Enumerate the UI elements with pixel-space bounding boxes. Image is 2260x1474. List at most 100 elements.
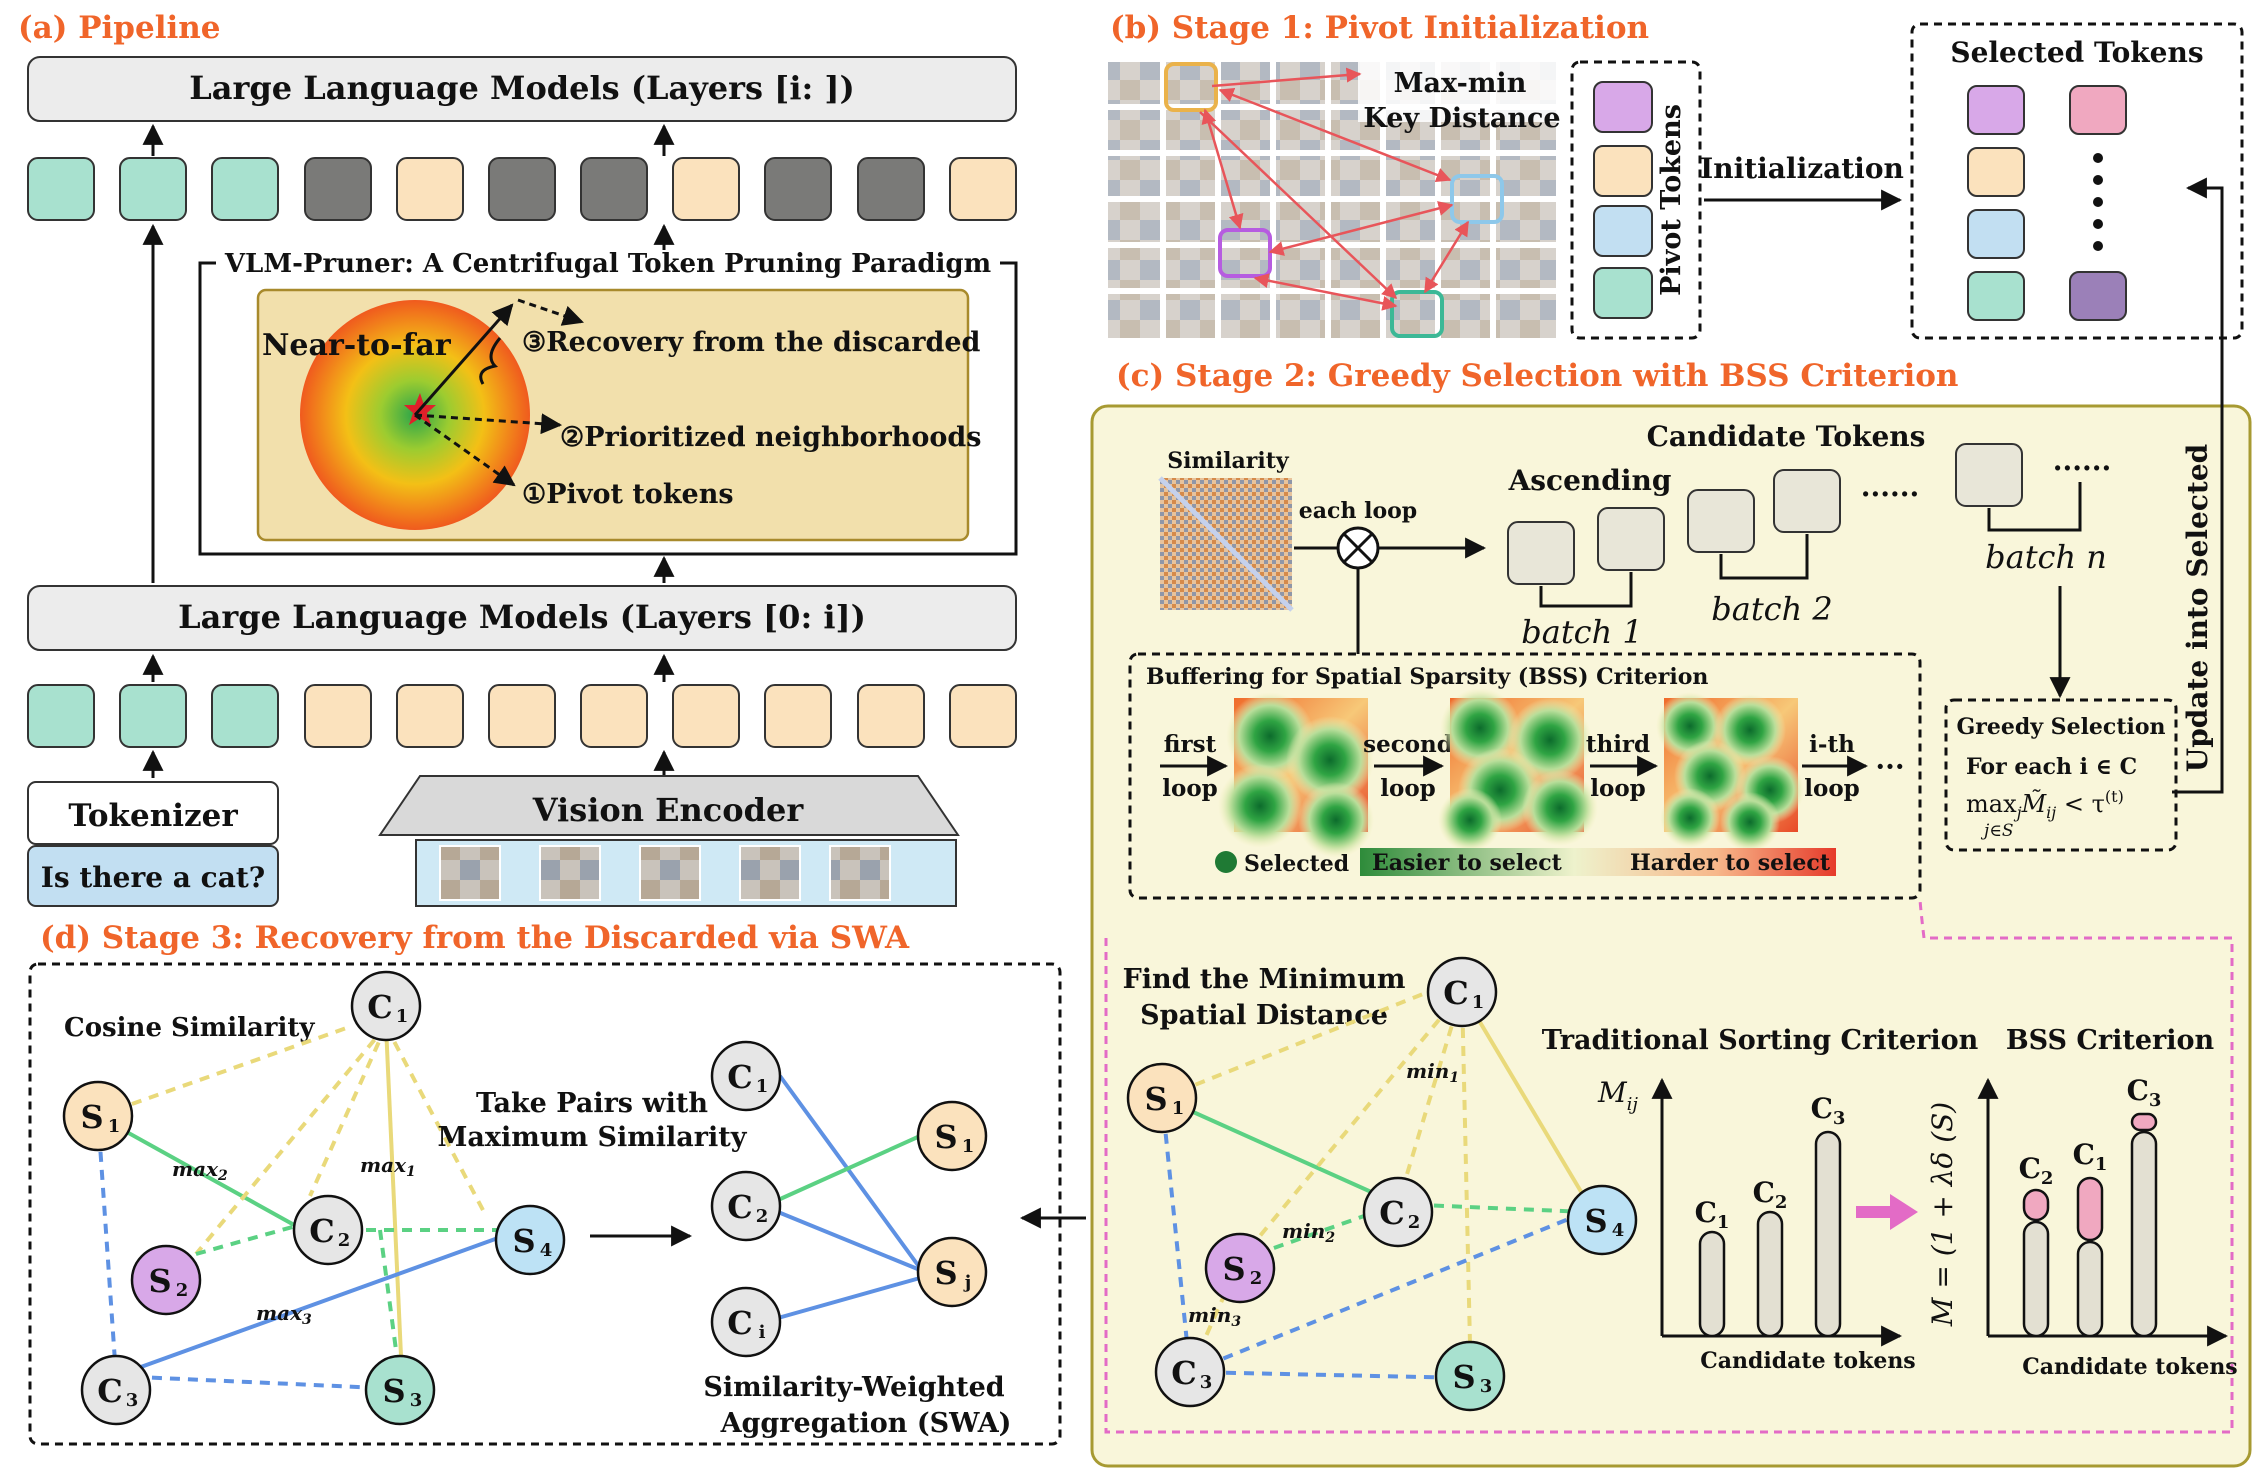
svg-text:3: 3 <box>410 1390 423 1411</box>
question-text: Is there a cat? <box>41 861 265 894</box>
bss-formula: M = (1 + λδ (S) <box>1926 1102 1959 1327</box>
selected-tokens-box <box>1910 22 2244 340</box>
greedy-line1: For each i ∈ C <box>1966 754 2137 780</box>
svg-text:C: C <box>367 988 392 1026</box>
swa-label-1: Similarity-Weighted <box>703 1372 1004 1403</box>
bss-bar-c3 <box>2130 1130 2158 1338</box>
cosine-label: Cosine Similarity <box>64 1013 315 1043</box>
svg-text:C: C <box>97 1372 122 1410</box>
pivot-teal-marker <box>1390 290 1444 338</box>
bss-bar-c3-label: C3 <box>2127 1074 2162 1111</box>
loop4-b: loop <box>1804 775 1860 802</box>
pivot-tokens-box <box>1570 60 1702 340</box>
loop2-b: loop <box>1380 775 1436 802</box>
bss-bar-c1-penalty <box>2076 1176 2104 1242</box>
pivot-tokens-label: Pivot Tokens <box>1656 104 1687 296</box>
svg-text:3: 3 <box>1200 1372 1213 1393</box>
min1-label: min1 <box>1406 1059 1459 1086</box>
greedy-box <box>1944 698 2178 852</box>
legend-gradient <box>1360 848 1836 876</box>
candidate-tokens-label: Candidate Tokens <box>1647 420 1926 453</box>
step2-label: ②Prioritized neighborhoods <box>560 422 981 453</box>
bss-bar-c2 <box>2022 1220 2050 1338</box>
transform-arrow <box>1856 1194 1918 1230</box>
svg-text:S: S <box>512 1222 535 1260</box>
ascending-label: Ascending <box>1508 464 1672 497</box>
traditional-title: Traditional Sorting Criterion <box>1542 1025 1979 1056</box>
svg-text:S: S <box>1222 1250 1245 1288</box>
tokenizer-label: Tokenizer <box>68 798 238 834</box>
trad-bar-c3-label: C3 <box>1811 1092 1846 1129</box>
greedy-formula: maxjM̃ij < τ(t) <box>1966 787 2124 822</box>
loop1-a: first <box>1164 731 1217 758</box>
max2-label: max2 <box>172 1157 228 1184</box>
svg-text:1: 1 <box>1472 992 1485 1013</box>
svg-text:S: S <box>934 1118 957 1156</box>
greedy-line3: j∈S <box>1980 821 2014 841</box>
llm-top-box <box>27 56 1017 122</box>
svg-text:S: S <box>1144 1080 1167 1118</box>
svg-text:j: j <box>963 1272 972 1293</box>
bottom-token-row <box>27 684 1017 748</box>
top-token-row <box>27 157 1017 221</box>
svg-text:1: 1 <box>756 1076 769 1097</box>
similarity-label: Similarity <box>1167 448 1290 474</box>
initialization-label: Initialization <box>1700 152 1904 185</box>
svg-text:2: 2 <box>756 1206 769 1227</box>
svg-text:2: 2 <box>338 1230 351 1251</box>
take-pairs-label-2: Maximum Similarity <box>438 1122 748 1153</box>
svg-text:C: C <box>309 1212 334 1250</box>
trad-bar-c2 <box>1756 1210 1784 1338</box>
section-a-title: (a) Pipeline <box>18 10 221 46</box>
bss-x-label: Candidate tokens <box>2022 1354 2237 1380</box>
section-d-title: (d) Stage 3: Recovery from the Discarded… <box>40 920 910 956</box>
svg-text:1: 1 <box>1172 1098 1185 1119</box>
heatmap-3 <box>1656 692 1804 852</box>
stage3-box <box>28 962 1062 1446</box>
tokenizer-box <box>27 781 279 845</box>
svg-text:4: 4 <box>540 1240 553 1261</box>
trad-bar-c3 <box>1814 1130 1842 1338</box>
loop3-a: third <box>1586 731 1650 758</box>
loop1-b: loop <box>1162 775 1218 802</box>
vertical-dots <box>2093 153 2103 251</box>
loop2-a: second <box>1363 731 1453 758</box>
legend-harder: Harder to select <box>1630 850 1831 876</box>
min3-label: min3 <box>1188 1303 1241 1330</box>
svg-text:C: C <box>727 1058 752 1096</box>
vision-encoder-shape <box>378 775 960 836</box>
question-box <box>27 845 279 907</box>
svg-text:S: S <box>382 1372 405 1410</box>
mij-label: Mij <box>1597 1076 1638 1115</box>
pivot-blue-marker <box>1450 174 1504 224</box>
loop4-a: i-th <box>1809 731 1855 758</box>
max3-label: max3 <box>256 1301 312 1328</box>
loop3-b: loop <box>1590 775 1646 802</box>
svg-text:3: 3 <box>1480 1376 1493 1397</box>
trad-bar-c1 <box>1698 1230 1726 1338</box>
greedy-title: Greedy Selection <box>1956 714 2165 740</box>
loop-ellipsis: ··· <box>1875 750 1904 783</box>
batchn-label: batch n <box>1985 538 2107 576</box>
llm-bottom-label: Large Language Models (Layers [0: i]) <box>178 598 866 636</box>
bss-title: Buffering for Spatial Sparsity (BSS) Cri… <box>1146 664 1708 690</box>
stage2-detail-outline <box>1104 897 2234 1434</box>
llm-top-label: Large Language Models (Layers [i: ]) <box>189 69 854 107</box>
section-c-title: (c) Stage 2: Greedy Selection with BSS C… <box>1116 358 1958 394</box>
bss-box <box>1128 652 1922 900</box>
svg-text:C: C <box>1379 1194 1404 1232</box>
trad-bar-c1-label: C1 <box>1695 1196 1730 1233</box>
maxmin-label-2: Key Distance <box>1363 103 1560 134</box>
svg-text:4: 4 <box>1612 1220 1625 1241</box>
